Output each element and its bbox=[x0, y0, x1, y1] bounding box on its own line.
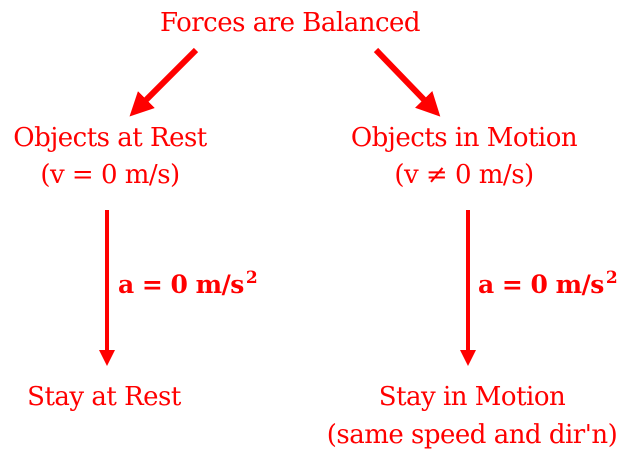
arrow-to-rest bbox=[129, 47, 199, 117]
motion-condition: (v ≠ 0 m/s) bbox=[394, 160, 534, 190]
arrow-to-motion bbox=[373, 47, 441, 117]
motion-acceleration-exponent: 2 bbox=[605, 268, 618, 288]
motion-acceleration-value: a = 0 m/s bbox=[478, 270, 604, 299]
rest-heading: Objects at Rest bbox=[13, 123, 207, 153]
motion-result: Stay in Motion bbox=[378, 382, 566, 412]
rest-condition: (v = 0 m/s) bbox=[40, 160, 180, 190]
motion-heading: Objects in Motion bbox=[350, 123, 578, 153]
rest-result: Stay at Rest bbox=[27, 382, 181, 412]
motion-result-note: (same speed and dir'n) bbox=[326, 420, 618, 450]
diagram-title: Forces are Balanced bbox=[159, 8, 421, 38]
rest-acceleration-value: a = 0 m/s bbox=[118, 270, 244, 299]
rest-acceleration-exponent: 2 bbox=[245, 268, 258, 288]
